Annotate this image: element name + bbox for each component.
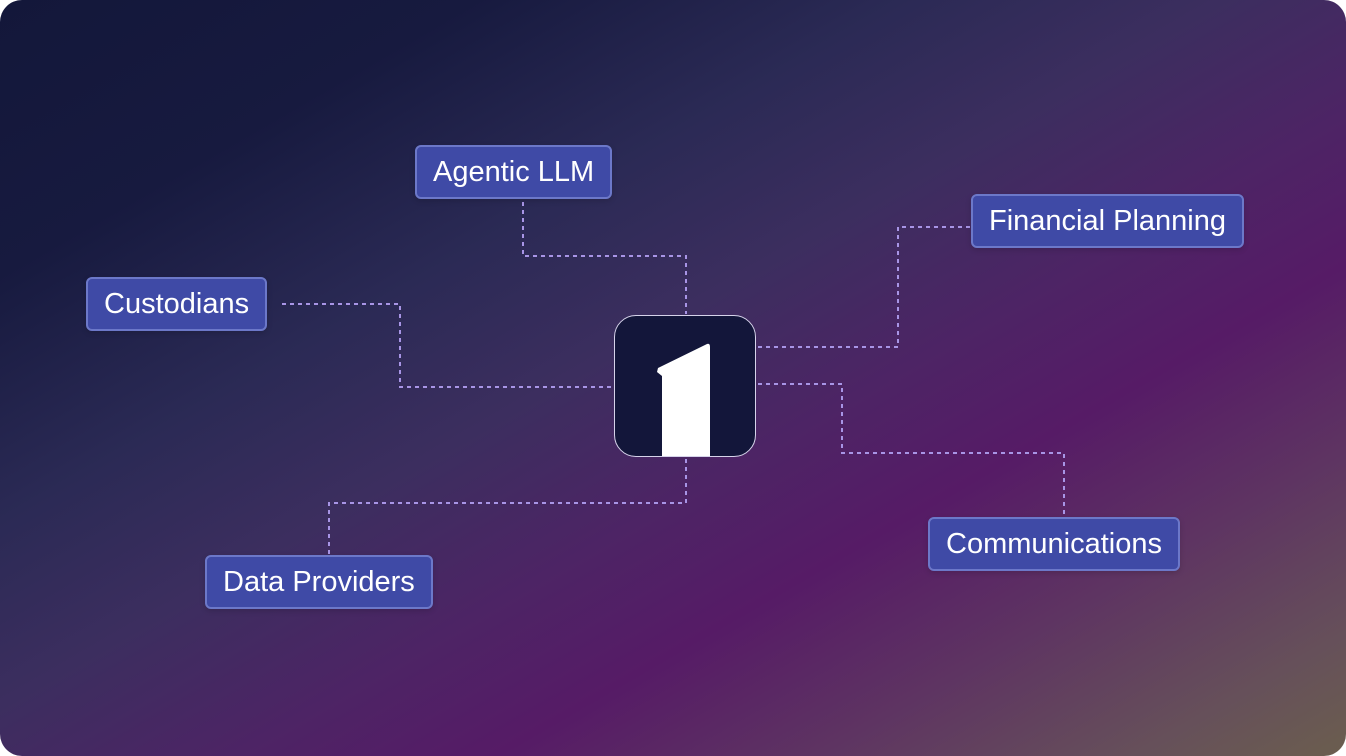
node-label: Custodians [104,288,250,320]
connector-communications [758,383,1065,516]
connector-data-providers [328,459,687,555]
node-communications: Communications [928,517,1180,571]
node-label: Financial Planning [989,205,1226,237]
node-custodians: Custodians [86,277,268,331]
node-label: Communications [946,528,1162,560]
connector-custodians [282,303,612,388]
node-label: Data Providers [223,566,415,598]
connector-financial-planning [758,226,970,348]
node-financial-planning: Financial Planning [971,194,1244,248]
hub-logo-tile [614,315,756,457]
connector-agentic-llm [522,202,687,314]
node-data-providers: Data Providers [205,555,433,609]
number-one-logo-icon [657,343,710,456]
node-agentic-llm: Agentic LLM [415,145,613,199]
node-label: Agentic LLM [433,156,595,188]
